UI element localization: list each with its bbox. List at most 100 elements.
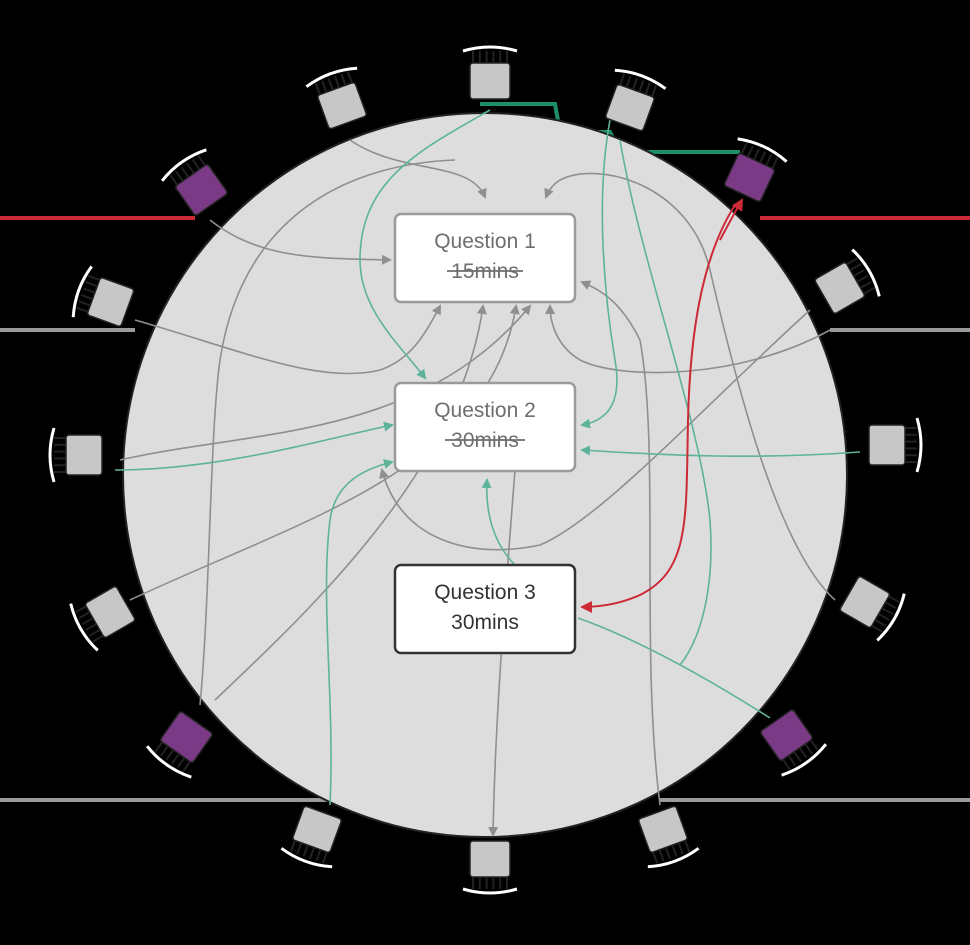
- chair-left-1: [69, 586, 136, 652]
- chair-rail: [78, 611, 91, 620]
- arrow-red-head: [719, 198, 744, 241]
- chair-back: [305, 66, 358, 88]
- arrow-teal: [114, 421, 394, 471]
- chair-rail: [782, 759, 791, 770]
- chair-rail: [80, 294, 93, 301]
- chair-rail: [881, 607, 893, 615]
- chair-seat: [175, 164, 228, 216]
- chair-rail: [289, 840, 296, 853]
- chair-rail: [169, 174, 179, 186]
- chair-rail: [859, 280, 872, 289]
- chair-rail: [684, 840, 691, 853]
- arrow-gray: [209, 219, 392, 265]
- question-box-3: Question 3 30mins: [393, 563, 577, 655]
- chair-rail: [846, 257, 858, 266]
- chair-back: [851, 248, 881, 297]
- chair-rail: [180, 166, 190, 178]
- chair-rail: [296, 842, 303, 855]
- chair-rail: [874, 618, 887, 627]
- chair-rail: [638, 80, 645, 93]
- chair-rail: [75, 605, 87, 614]
- arrow-teal: [619, 139, 712, 666]
- arrow-gray: [129, 304, 520, 601]
- arrow-gray: [379, 309, 811, 551]
- chair-rail: [88, 628, 101, 637]
- chair-bottom: [462, 840, 518, 895]
- chair-back: [876, 593, 906, 642]
- arrow-teal: [359, 109, 491, 380]
- chair-right-3: [839, 576, 906, 642]
- chair-rail: [92, 634, 104, 643]
- chair-seat: [86, 277, 135, 327]
- chair-rail: [863, 286, 875, 295]
- chair-bottom-left-2: [145, 711, 213, 779]
- chair-rail: [878, 613, 890, 621]
- question-box-1: Question 1 15mins: [393, 212, 577, 304]
- chair-back: [614, 68, 667, 90]
- arrow-gray: [580, 280, 661, 806]
- chair-bottom-left-1: [280, 805, 342, 869]
- question-3-duration: 30mins: [451, 611, 519, 634]
- chair-rail: [856, 275, 868, 283]
- chair-back: [145, 745, 192, 779]
- chair-rail: [759, 151, 767, 163]
- chair-rail: [888, 595, 900, 604]
- arrow-gray: [134, 304, 441, 375]
- chair-rail: [884, 601, 897, 610]
- chair-back: [915, 417, 923, 473]
- chair-rail: [671, 844, 678, 857]
- chair-top-left-2: [305, 66, 367, 130]
- chair-rail: [85, 281, 98, 288]
- arrow-gray: [199, 159, 456, 706]
- chair-back: [48, 427, 56, 483]
- arrow-teal: [580, 119, 618, 429]
- chair-rail: [652, 851, 659, 864]
- chair-rail: [76, 306, 89, 313]
- arrow-gray: [544, 172, 836, 601]
- chair-rail: [186, 162, 195, 174]
- chair-rail: [793, 751, 802, 763]
- chair-rail: [165, 749, 175, 761]
- chair-back: [280, 847, 333, 869]
- chair-rail: [78, 300, 91, 307]
- chair-seat: [292, 805, 342, 854]
- chair-seat: [605, 83, 655, 132]
- chair-rail: [625, 75, 632, 88]
- chair-right-2: [868, 417, 923, 473]
- chair-top-right-1: [605, 68, 667, 132]
- chair-rail: [619, 73, 626, 86]
- chair-seat: [469, 62, 511, 100]
- arrow-teal: [580, 445, 861, 457]
- arrow-teal: [325, 459, 394, 806]
- chair-seat: [760, 709, 813, 761]
- connections: [114, 109, 861, 837]
- chair-rail: [644, 82, 651, 95]
- chair-rail: [302, 844, 309, 857]
- chair-rail: [677, 842, 684, 855]
- chair-left-3: [71, 265, 135, 327]
- chair-back: [71, 265, 93, 318]
- chair-back: [462, 887, 518, 895]
- chair-rail: [849, 263, 862, 272]
- question-box-2: Question 2 30mins: [393, 381, 577, 473]
- arrow-gray: [349, 139, 487, 199]
- chair-rail: [191, 158, 201, 170]
- chair-seat: [65, 434, 103, 476]
- arrow-gray: [214, 304, 487, 701]
- chair-bottom-right-1: [760, 709, 828, 777]
- chair-rail: [87, 274, 100, 281]
- chair-top-right-2: [723, 137, 788, 202]
- chair-rail: [315, 849, 322, 862]
- chair-rail: [740, 142, 748, 155]
- chair-rail: [321, 80, 328, 93]
- chair-right-1: [814, 248, 881, 314]
- chair-top: [462, 45, 518, 100]
- chair-rail: [327, 78, 334, 91]
- chair-rail: [340, 73, 347, 86]
- chair-rail: [804, 743, 813, 755]
- chair-seat: [723, 152, 775, 202]
- chair-rail: [765, 154, 773, 166]
- chair-seat: [469, 840, 511, 878]
- chair-rail: [809, 739, 819, 751]
